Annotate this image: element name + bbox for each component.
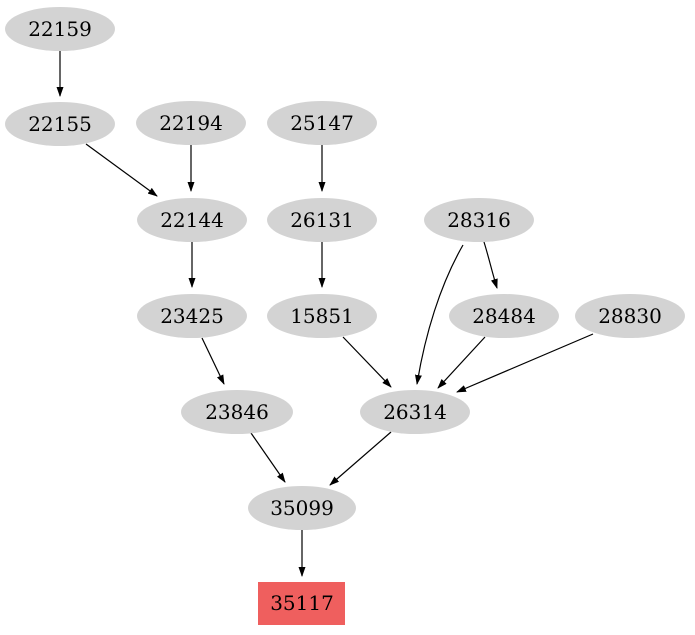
node-23425: 23425 [137, 294, 247, 338]
graph-nodes: 22159 22155 22194 25147 22144 26131 [5, 7, 685, 625]
edge-26314-35099 [329, 431, 392, 486]
node-22144: 22144 [137, 198, 247, 242]
edge-23846-35099 [250, 432, 286, 483]
node-label: 22159 [28, 17, 92, 41]
node-25147: 25147 [267, 101, 377, 145]
node-35117-highlighted: 35117 [258, 582, 345, 625]
edge-28830-26314 [456, 333, 594, 393]
node-label: 35099 [270, 496, 334, 520]
node-label: 28316 [447, 208, 511, 232]
node-label: 15851 [290, 304, 354, 328]
edge-15851-26314 [342, 336, 392, 388]
edge-28316-26314 [414, 244, 464, 385]
node-label: 22155 [28, 112, 92, 136]
node-28316: 28316 [424, 198, 534, 242]
node-22159: 22159 [5, 7, 115, 51]
node-22155: 22155 [5, 102, 115, 146]
node-label: 26314 [383, 400, 447, 424]
node-label: 22144 [160, 208, 224, 232]
node-label: 23846 [205, 400, 269, 424]
node-label: 35117 [270, 591, 334, 615]
node-label: 28830 [598, 304, 662, 328]
node-22194: 22194 [136, 101, 246, 145]
node-26314: 26314 [360, 390, 470, 434]
node-28830: 28830 [575, 294, 685, 338]
node-15851: 15851 [267, 294, 377, 338]
node-label: 26131 [290, 208, 354, 232]
node-28484: 28484 [449, 294, 559, 338]
node-23846: 23846 [181, 390, 293, 434]
graph-edges [56, 51, 594, 577]
edge-23425-23846 [201, 337, 225, 385]
node-label: 22194 [159, 111, 223, 135]
node-35099: 35099 [248, 486, 356, 530]
edge-28484-26314 [437, 336, 486, 389]
edge-28316-28484 [483, 241, 498, 289]
node-label: 23425 [160, 304, 224, 328]
node-26131: 26131 [267, 198, 377, 242]
node-label: 28484 [472, 304, 536, 328]
node-label: 25147 [290, 111, 354, 135]
edge-22155-22144 [85, 143, 158, 197]
